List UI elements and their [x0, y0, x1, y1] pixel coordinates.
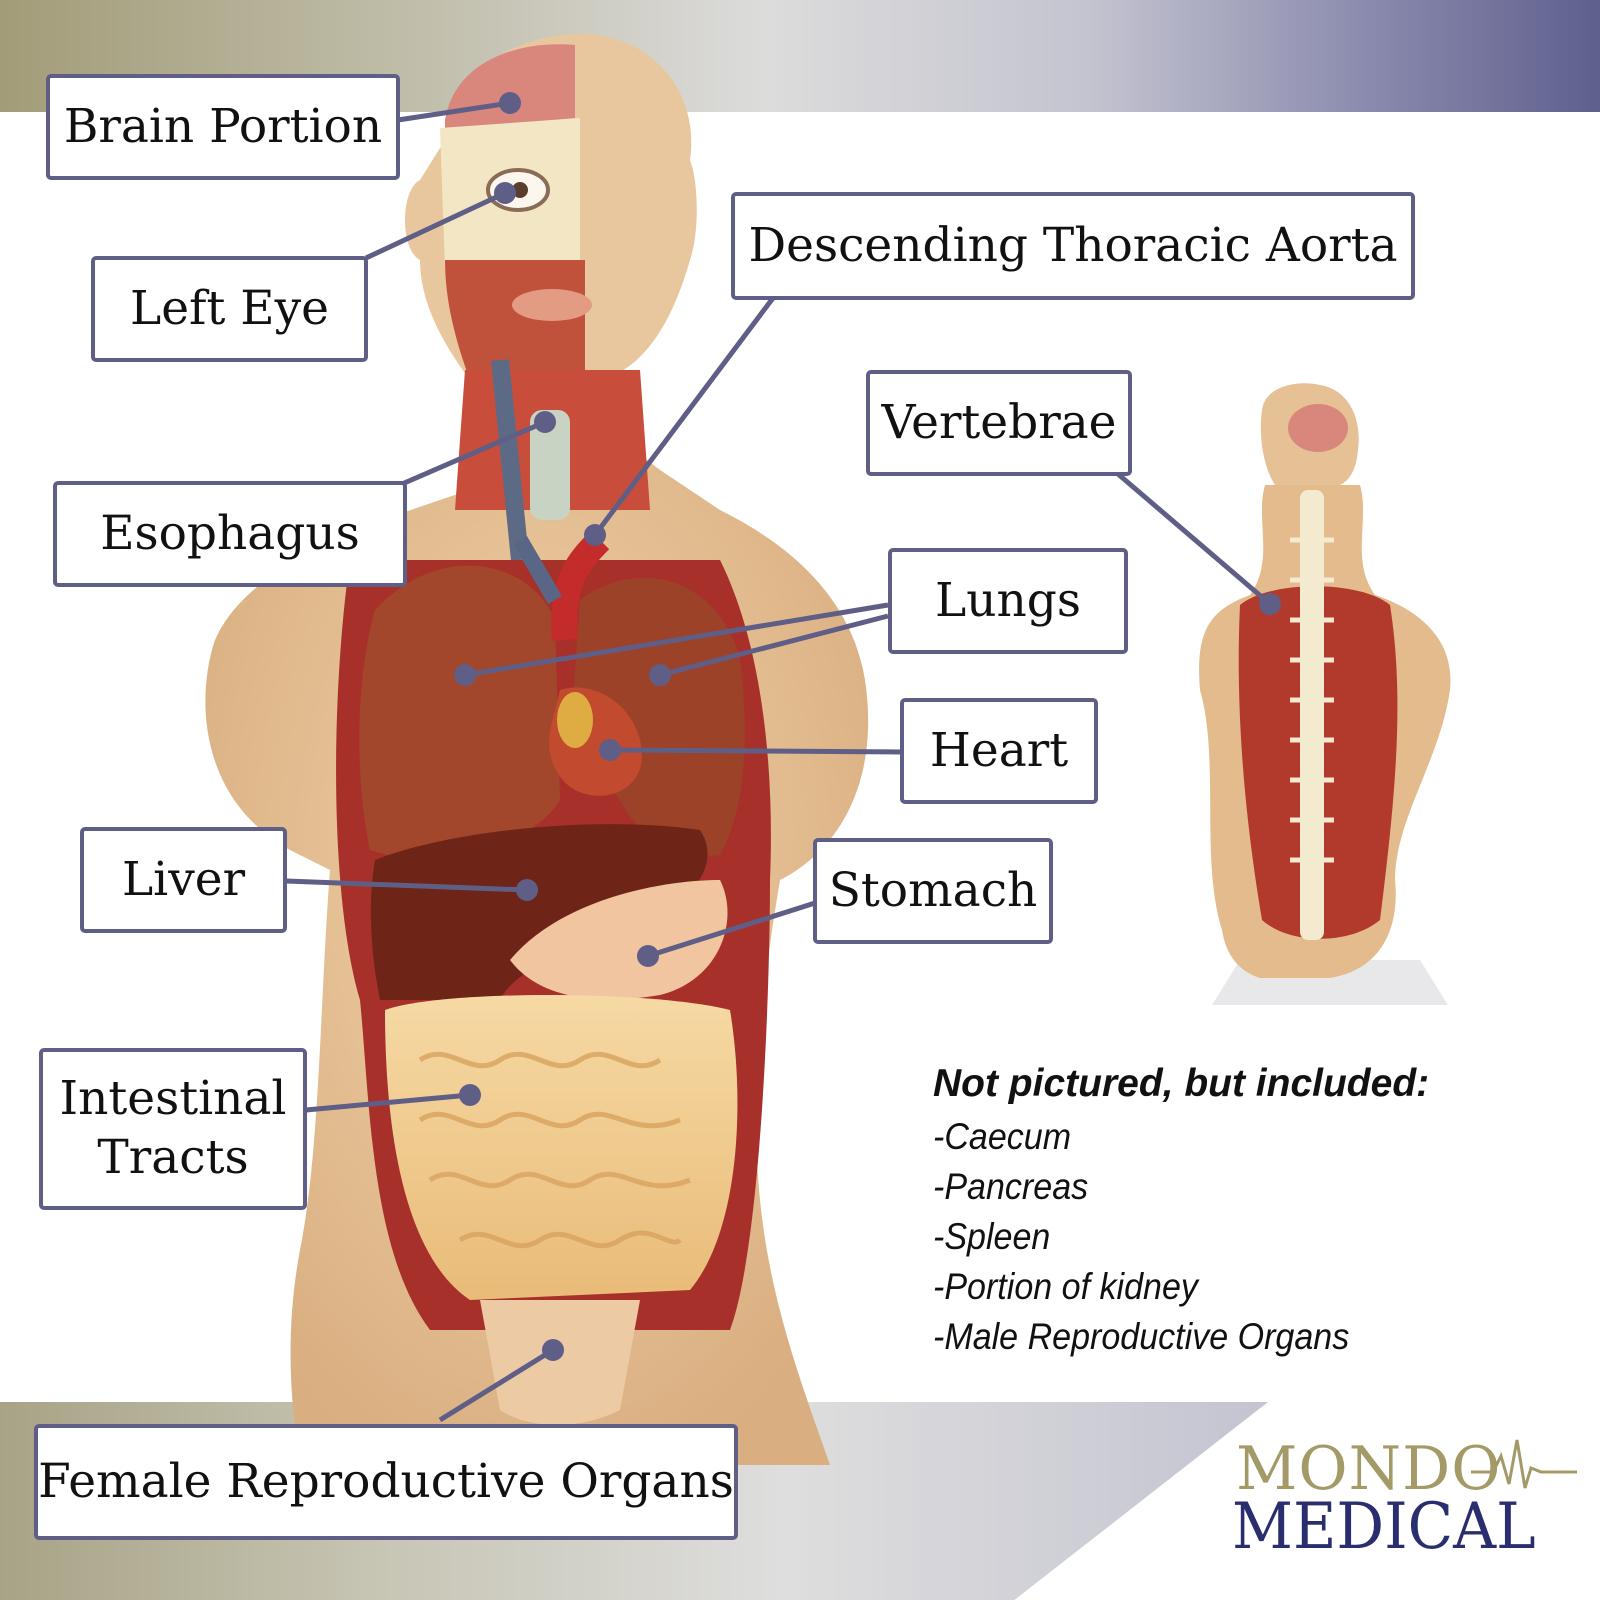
- label-brain-portion: Brain Portion: [46, 74, 400, 180]
- stomach-model: [510, 880, 728, 1000]
- leader-lines: [285, 100, 1272, 1423]
- intestine-model: [385, 995, 738, 1300]
- label-left-eye: Left Eye: [91, 256, 368, 362]
- logo-text-mondo: MONDO: [1236, 1434, 1502, 1504]
- not-pictured-note: Not pictured, but included: -Caecum -Pan…: [933, 1062, 1553, 1362]
- leader-endpoints: [454, 92, 1281, 1361]
- back-view-torso-model: [1199, 383, 1451, 1005]
- liver-model: [370, 824, 708, 1000]
- right-lung-model: [359, 565, 560, 858]
- brain-section: [445, 44, 575, 130]
- label-lungs: Lungs: [888, 548, 1128, 654]
- label-stomach: Stomach: [813, 838, 1053, 944]
- label-vertebrae: Vertebrae: [866, 370, 1132, 476]
- label-esophagus: Esophagus: [53, 481, 407, 587]
- mondo-medical-logo: MONDO MEDICAL: [1232, 1434, 1577, 1564]
- label-intestinal-tracts: Intestinal Tracts: [39, 1048, 307, 1210]
- pelvic-section: [480, 1300, 640, 1425]
- logo-text-medical: MEDICAL: [1232, 1490, 1536, 1564]
- note-item: -Caecum: [933, 1116, 1072, 1157]
- label-female-reproductive-organs: Female Reproductive Organs: [34, 1424, 738, 1540]
- heartbeat-pulse-icon: [1471, 1439, 1577, 1489]
- label-liver: Liver: [80, 827, 287, 933]
- note-item: -Pancreas: [933, 1166, 1089, 1207]
- note-item: -Portion of kidney: [933, 1266, 1198, 1307]
- main-torso-model: [205, 34, 869, 1465]
- note-title: Not pictured, but included:: [933, 1062, 1430, 1105]
- label-heart: Heart: [900, 698, 1098, 804]
- note-item: -Spleen: [933, 1216, 1051, 1257]
- note-list: -Caecum -Pancreas -Spleen -Portion of ki…: [933, 1112, 1553, 1362]
- note-item: -Male Reproductive Organs: [933, 1316, 1350, 1357]
- label-descending-thoracic-aorta: Descending Thoracic Aorta: [731, 192, 1415, 300]
